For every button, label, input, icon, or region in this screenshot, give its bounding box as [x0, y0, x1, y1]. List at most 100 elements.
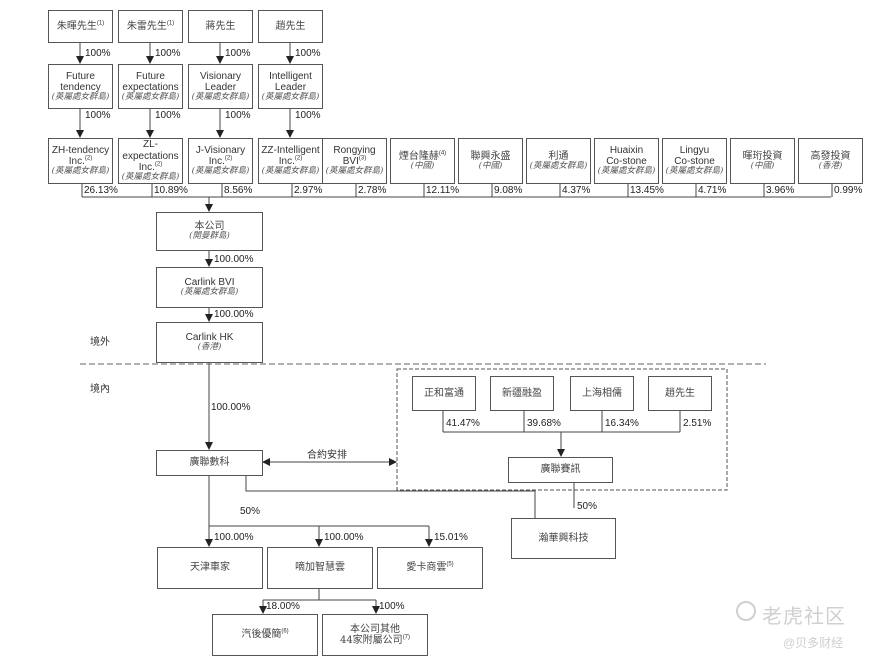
- subsidiary-box: 嘀加智慧雲: [267, 547, 373, 589]
- footnote-ref: (7): [402, 634, 411, 641]
- pct-shareholder: 9.08%: [494, 185, 523, 196]
- pct-holding-shareholder: 100%: [155, 110, 181, 121]
- shareholder-jurisdiction: (中國): [478, 160, 503, 171]
- vie-name: 廣聯賽訊: [540, 464, 581, 476]
- subsidiary-name: 嘀加智慧雲: [295, 562, 345, 574]
- vie-shareholder-box: 新疆融盈: [490, 376, 554, 411]
- shareholder-name-line1: Rongying: [333, 145, 376, 157]
- holding-company-jurisdiction: (英屬處女群島): [121, 91, 180, 102]
- company-jurisdiction: (開曼群島): [189, 231, 230, 242]
- pct-vie-shareholder: 16.34%: [605, 418, 639, 429]
- vie-shareholder-name: 正和富通: [424, 387, 464, 399]
- individual-label: 朱暉先生(1): [57, 21, 104, 32]
- individual-box: 蔣先生: [188, 10, 253, 43]
- pct-shareholder: 8.56%: [224, 185, 253, 196]
- pct-bvi-hk: 100.00%: [214, 309, 254, 320]
- watermark-brand: 老虎社区: [762, 606, 846, 628]
- pct-shareholder: 12.11%: [426, 185, 460, 196]
- sub-subsidiary-name: 汽後優簡: [241, 629, 282, 641]
- shareholder-name-line1: 利通: [548, 150, 569, 162]
- pct-shareholder: 4.37%: [562, 185, 591, 196]
- shareholder-name-row: ZL-: [143, 139, 158, 150]
- shareholder-name-line2: Inc.: [208, 156, 225, 168]
- individual-label: 朱雷先生(1): [127, 21, 174, 32]
- footnote-ref: (2): [224, 155, 233, 162]
- footnote-ref: (4): [438, 150, 447, 157]
- vie-shareholder-name: 趙先生: [665, 387, 695, 399]
- carlink-bvi-jurisdiction: (英屬處女群島): [180, 287, 239, 298]
- shareholder-name-row: Lingyu: [680, 145, 709, 156]
- subsidiary-label: 嘀加智慧雲: [295, 562, 345, 573]
- individual-name: 趙先生: [275, 20, 306, 32]
- individual-label: 趙先生: [276, 21, 306, 32]
- pct-individual-holding: 100%: [85, 48, 111, 59]
- shareholder-name-row: 暉珩投資: [743, 151, 783, 162]
- subsidiary-label: 愛卡商雲(5): [406, 562, 453, 573]
- carlink-bvi-name: Carlink BVI: [184, 277, 235, 289]
- holding-company-jurisdiction: (英屬處女群島): [51, 91, 110, 102]
- sub-subsidiary-name-line2: 44家附屬公司: [339, 635, 403, 646]
- shareholder-name-line1: 聯興永盛: [470, 150, 511, 162]
- pct-vie-shareholder: 41.47%: [446, 418, 480, 429]
- shareholder-name-line1: 煙台隆赫: [398, 150, 439, 162]
- pct-subsidiary: 100.00%: [324, 532, 364, 543]
- individual-name: 朱雷先生: [126, 20, 167, 32]
- holding-company-name-line2: tendency: [60, 81, 101, 93]
- vie-box: 廣聯賽訊: [508, 457, 613, 483]
- pct-individual-holding: 100%: [225, 48, 251, 59]
- shareholder-name-row: 煙台隆赫(4): [398, 150, 447, 162]
- holding-company-name-line2: expectations: [122, 81, 179, 93]
- shareholder-jurisdiction: (英屬處女群島): [665, 166, 724, 177]
- shareholder-name-line2: Inc.: [68, 156, 85, 168]
- pct-individual-holding: 100%: [295, 48, 321, 59]
- pct-subsidiary: 100.00%: [214, 532, 254, 543]
- company-box: 本公司 (開曼群島): [156, 212, 263, 251]
- individual-box: 趙先生: [258, 10, 323, 43]
- sub-subsidiary-label: 汽後優簡(6): [241, 629, 288, 640]
- pct-vie-shareholder: 2.51%: [683, 418, 712, 429]
- holding-company-name-line2: Leader: [274, 81, 307, 93]
- shareholder-name-line1: Huaixin: [609, 145, 644, 157]
- shareholder-jurisdiction: (英屬處女群島): [261, 166, 320, 177]
- watermark-logo-icon: [736, 601, 756, 621]
- individual-box: 朱雷先生(1): [118, 10, 183, 43]
- footnote-ref: (3): [358, 155, 367, 162]
- shareholder-name-line2: Co-stone: [674, 156, 715, 168]
- shareholder-name-row: ZZ-Intelligent: [261, 145, 319, 156]
- shareholder-name-line3: Inc.: [138, 161, 155, 173]
- holding-company-name-line1: Intelligent: [269, 70, 312, 82]
- pct-hk-wfoe: 100.00%: [211, 402, 251, 413]
- pct-holding-shareholder: 100%: [225, 110, 251, 121]
- shareholder-name-row: Inc.(2): [69, 156, 92, 167]
- pct-shareholder: 10.89%: [154, 185, 188, 196]
- zone-offshore-label: 境外: [90, 337, 110, 348]
- pct-shareholder: 26.13%: [84, 185, 118, 196]
- pct-individual-holding: 100%: [155, 48, 181, 59]
- shareholder-drop-lines: [81, 184, 833, 197]
- company-name: 本公司: [194, 221, 225, 233]
- shareholder-box: 利通(英屬處女群島): [526, 138, 591, 184]
- carlink-hk-name: Carlink HK: [185, 332, 234, 344]
- shareholder-name-row: 高發投資: [811, 151, 851, 162]
- shareholder-name-line2: Co-stone: [606, 156, 647, 168]
- shareholder-name-row: Co-stone: [674, 156, 715, 167]
- footnote-ref: (2): [154, 161, 163, 168]
- footnote-ref: (1): [96, 20, 105, 27]
- shareholder-name-row: ZH-tendency: [52, 145, 109, 156]
- shareholder-name-row: J-Visionary: [196, 145, 245, 156]
- shareholder-name-row: BVI(3): [343, 156, 366, 167]
- sub-subsidiary-box: 汽後優簡(6): [212, 614, 318, 656]
- zone-onshore-label: 境內: [90, 384, 110, 395]
- shareholder-box: 煙台隆赫(4)(中國): [390, 138, 455, 184]
- shareholder-jurisdiction: (英屬處女群島): [325, 166, 384, 177]
- pct-shareholder: 0.99%: [834, 185, 863, 196]
- shareholder-name-line2: Inc.: [278, 156, 295, 168]
- holding-company-name-line1: Future: [136, 70, 165, 82]
- shareholder-jurisdiction: (英屬處女群島): [597, 166, 656, 177]
